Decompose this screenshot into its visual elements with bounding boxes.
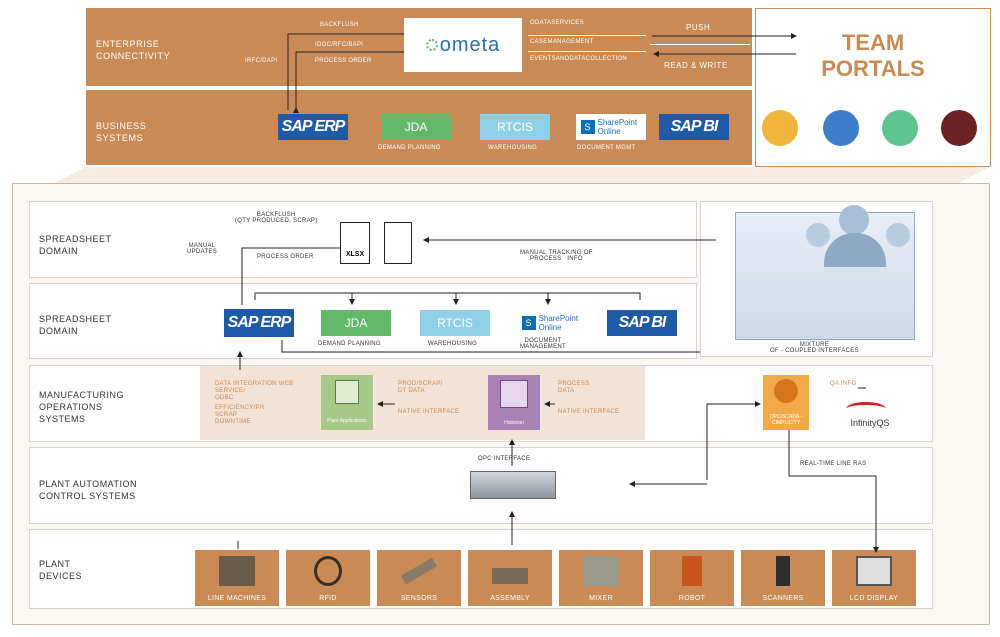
efficiency-label: EFFICIENCY/PR SCRAP DOWNTIME	[215, 405, 265, 425]
prod-scrap-label: PROD/SCRAP/ DT DATA	[398, 381, 443, 394]
infinityqs-logo: InfinityQS	[838, 398, 902, 428]
historian-label: Historian	[504, 420, 524, 426]
device-lcd-display: LCD DISPLAY	[832, 550, 916, 606]
device-robot: ROBOT	[650, 550, 734, 606]
line-machine-icon	[219, 556, 255, 586]
jda-logo: JDA	[381, 114, 451, 140]
spreadsheet-label-2: SPREADSHEET DOMAIN	[39, 314, 112, 336]
process-order-label-2: PROCESS ORDER	[257, 254, 314, 260]
sap-erp-logo-2: SAP ERP	[224, 309, 294, 337]
sap-bi-logo: SAP BI	[659, 114, 729, 140]
sharepoint-icon-2: S	[521, 316, 536, 330]
ometa-box: ometa	[404, 18, 522, 72]
sharepoint-icon: S	[580, 120, 595, 134]
enterprise-label: ENTERPRISE CONNECTIVITY	[96, 39, 171, 61]
mos-label: MANUFACTURING OPERATIONS SYSTEMS	[39, 390, 124, 424]
ometa-icon	[425, 39, 438, 51]
user-avatar-icon-4	[941, 110, 977, 146]
user-avatar-icon-3	[882, 110, 918, 146]
jda-caption: DEMAND PLANNING	[378, 145, 441, 151]
rtcis-logo-2: RTCIS	[420, 310, 490, 336]
process-data-label: PROCESS DATA	[558, 381, 590, 394]
devices-label: PLANT DEVICES	[39, 559, 83, 581]
business-label: BUSINESS SYSTEMS	[96, 121, 147, 143]
events-label: EVENTSANDDATACOLLECTION	[530, 56, 628, 62]
rtcis-logo: RTCIS	[480, 114, 550, 140]
push-label: PUSH	[686, 23, 711, 32]
device-sensors: SENSORS	[377, 550, 461, 606]
cimplicity-icon	[774, 379, 798, 403]
data-integration-label: DATA INTEGRATION WEB SERVICE/ ODBC	[215, 381, 294, 401]
device-line-machines: LINE MACHINES	[195, 550, 279, 606]
historian-icon	[500, 380, 528, 408]
plc-hardware-icon	[470, 471, 556, 499]
assembly-icon	[492, 568, 528, 584]
backflush-label: BACKFLUSH	[320, 22, 359, 28]
device-mixer: MIXER	[559, 550, 643, 606]
sharepoint-caption-2: DOCUMENT MANAGEMENT	[520, 338, 567, 350]
backflush-qty-label: BACKFLUSH (QTY PRODUCED, SCRAP)	[235, 212, 318, 224]
process-order-label: PROCESS ORDER	[315, 58, 372, 64]
mixture-label: MIXTURE OF - COUPLED INTERFACES	[770, 342, 859, 354]
infinityqs-swoosh-icon	[846, 402, 886, 416]
document-icon	[384, 222, 412, 264]
device-scanners: SCANNERS	[741, 550, 825, 606]
irfc-label: IRFC/DAPI	[245, 58, 278, 64]
realtime-label: REAL-TIME LINE RAS	[800, 461, 867, 467]
spreadsheet-label-1: SPREADSHEET DOMAIN	[39, 234, 112, 256]
divider-3	[650, 44, 750, 45]
rtcis-caption-2: WAREHOUSING	[428, 341, 478, 347]
sap-erp-logo: SAP ERP	[278, 114, 348, 140]
pacs-label: PLANT AUTOMATION CONTROL SYSTEMS	[39, 479, 138, 501]
idoc-label: IDOC/RFC/BAPI	[315, 42, 364, 48]
mixer-icon	[583, 556, 619, 586]
case-label: CASEMANAGEMENT	[530, 39, 594, 45]
jda-logo-2: JDA	[321, 310, 391, 336]
scanner-icon	[776, 556, 790, 586]
sensor-icon	[400, 557, 438, 585]
sap-bi-logo-2: SAP BI	[607, 310, 677, 336]
cimplicity-label: OPC/SCADA - CIMPLICITY	[769, 414, 803, 426]
sharepoint-caption: DOCUMENT MGMT	[577, 145, 636, 151]
robot-icon	[682, 556, 702, 586]
rtcis-caption: WAREHOUSING	[488, 145, 538, 151]
manual-tracking-label: MANUAL TRACKING OF PROCESS INFO	[520, 250, 593, 262]
team-portals-title: TEAM PORTALS	[821, 30, 925, 81]
plant-applications-label: Plant Applications	[327, 418, 367, 424]
xlsx-icon: XLSX	[340, 222, 370, 264]
opc-interface-label: OPC INTERFACE	[478, 456, 531, 462]
rfid-icon	[314, 556, 342, 586]
users-group-icon	[806, 205, 912, 267]
qa-info-label: QA INFO	[830, 381, 857, 387]
device-rfid: RFID	[286, 550, 370, 606]
divider-2	[528, 51, 646, 52]
odata-label: ODATASERVICES	[530, 20, 584, 26]
lcd-display-icon	[856, 556, 892, 586]
user-avatar-icon-1	[762, 110, 798, 146]
ometa-logo: ometa	[439, 33, 501, 56]
user-avatar-icon-2	[823, 110, 859, 146]
native-interface-1: NATIVE INTERFACE	[398, 409, 460, 415]
plant-applications-icon	[335, 380, 359, 404]
divider-1	[528, 35, 646, 36]
native-interface-2: NATIVE INTERFACE	[558, 409, 620, 415]
jda-caption-2: DEMAND PLANNING	[318, 341, 381, 347]
read-write-label: READ & WRITE	[664, 61, 728, 70]
mos-highlight	[200, 366, 645, 440]
device-assembly: ASSEMBLY	[468, 550, 552, 606]
manual-updates-label: MANUAL UPDATES	[187, 243, 217, 255]
